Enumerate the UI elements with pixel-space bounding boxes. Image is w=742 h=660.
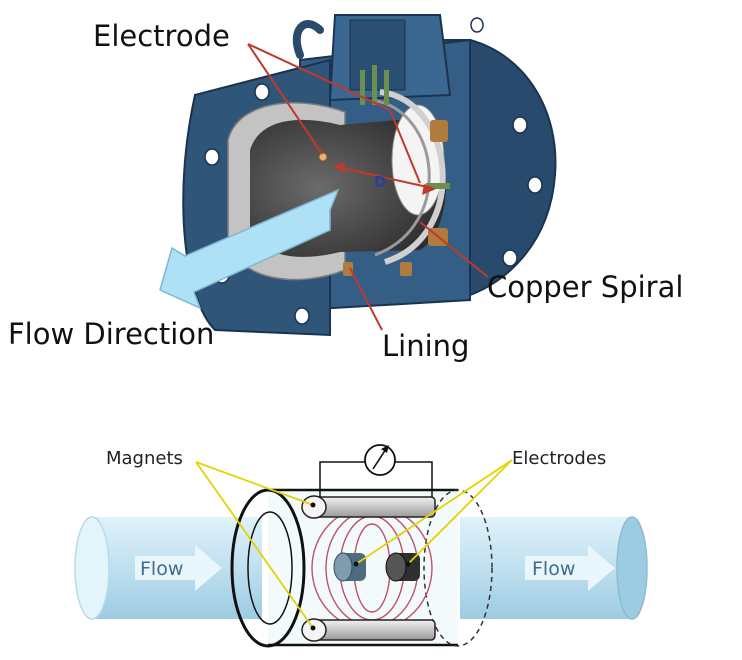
pipe-right-end <box>616 516 648 620</box>
diameter-label: D <box>374 173 386 191</box>
magnets-leaders <box>195 461 314 629</box>
inner-ring-2 <box>371 98 431 257</box>
lifting-handle <box>292 20 324 59</box>
flow-arrow-right <box>525 545 615 591</box>
flow-label-left: Flow <box>140 558 183 580</box>
diameter-arrow-left <box>333 162 345 173</box>
copper-spiral-label: Copper Spiral <box>487 270 683 304</box>
lining-leader <box>349 267 383 331</box>
flow-arrow-left <box>135 545 222 591</box>
housing-front-ring <box>230 488 306 648</box>
magnet-bottom <box>301 618 436 642</box>
electrode-dot <box>318 152 328 162</box>
magnet-top <box>301 495 436 519</box>
electrode-left <box>333 552 366 582</box>
electrode-label: Electrode <box>93 19 230 53</box>
electrodes-label: Electrodes <box>512 448 606 469</box>
lining-label: Lining <box>382 329 469 363</box>
schematic-flowmeter: Flow Flow Magnets Electrodes <box>74 444 648 648</box>
flow-direction-arrow <box>159 188 340 310</box>
leader-dots <box>310 502 411 631</box>
gauge-wire-right <box>393 461 433 497</box>
housing-back-ring <box>423 489 493 647</box>
housing-front-inner <box>247 511 293 625</box>
gauge-wire-left <box>319 461 366 497</box>
magnets-label: Magnets <box>106 448 183 469</box>
diameter-line <box>336 166 433 189</box>
gauge-icon <box>364 444 396 476</box>
copper-spiral-leader <box>419 221 489 278</box>
pipe-left-end <box>74 516 110 620</box>
flow-label-right: Flow <box>532 558 575 580</box>
cutaway-flowmeter: D Electrode Copper Spiral Flow Direction… <box>8 14 683 363</box>
flow-direction-label: Flow Direction <box>8 317 214 351</box>
inner-ring <box>379 89 446 265</box>
junction-box <box>349 19 406 91</box>
electrodes-leaders <box>355 459 513 565</box>
electrode-leaders <box>247 43 421 184</box>
diameter-arrow-right <box>422 184 436 195</box>
electrode-terminals <box>360 65 450 189</box>
